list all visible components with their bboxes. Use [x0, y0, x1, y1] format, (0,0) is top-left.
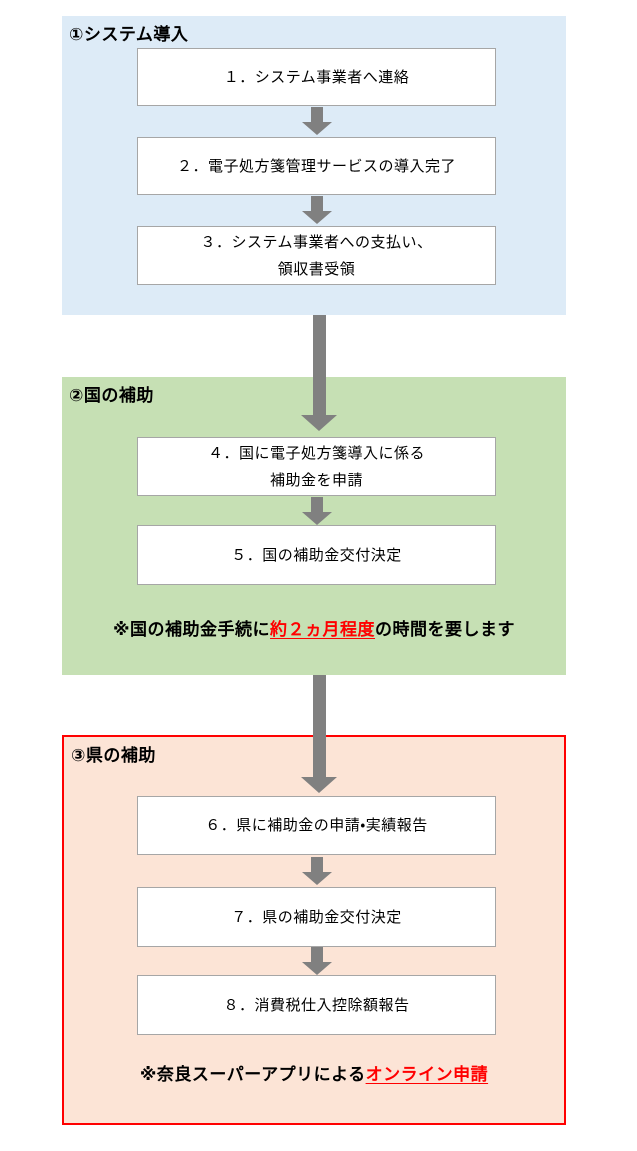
arrow-down-section2-to-section3-icon: [301, 675, 337, 793]
note2-prefix: ※奈良スーパーアプリによる: [139, 1065, 366, 1085]
flow-step-3: ３．システム事業者への支払い、 領収書受領: [137, 226, 496, 285]
flow-step-4-label-line1: ４．国に電子処方箋導入に係る: [207, 443, 425, 462]
flow-step-3-label-line1: ３．システム事業者への支払い、: [200, 232, 433, 251]
flow-step-7: ７．県の補助金交付決定: [137, 887, 496, 947]
flow-step-2-label: ２．電子処方箋管理サービスの導入完了: [176, 156, 456, 175]
flow-step-5-label: ５．国の補助金交付決定: [231, 545, 402, 564]
flow-step-3-label-line2: 領収書受領: [277, 259, 356, 278]
section3-title: ③県の補助: [71, 746, 156, 766]
flow-step-2: ２．電子処方箋管理サービスの導入完了: [137, 137, 496, 195]
section2-title: ②国の補助: [69, 386, 154, 406]
flow-step-1-label: １．システム事業者へ連絡: [223, 67, 410, 86]
arrow-down-icon: [302, 497, 332, 525]
note1-highlight: 約２ヵ月程度: [270, 620, 376, 640]
flow-step-1: １．システム事業者へ連絡: [137, 48, 496, 106]
section1-title: ①システム導入: [69, 25, 189, 45]
flow-step-6-label: ６．県に補助金の申請・実績報告: [205, 816, 428, 834]
arrow-down-icon: [302, 107, 332, 135]
arrow-down-icon: [302, 196, 332, 224]
arrow-down-icon: [302, 947, 332, 975]
arrow-down-section1-to-section2-icon: [301, 315, 337, 431]
flow-step-7-label: ７．県の補助金交付決定: [231, 907, 402, 926]
flow-step-8-label: ８．消費税仕入控除額報告: [223, 995, 410, 1014]
note1-prefix: ※国の補助金手続に: [112, 620, 271, 640]
online-application-note: ※奈良スーパーアプリによるオンライン申請: [62, 1060, 566, 1085]
flow-step-8: ８．消費税仕入控除額報告: [137, 975, 496, 1035]
note1-suffix: の時間を要します: [375, 620, 516, 640]
arrow-down-icon: [302, 857, 332, 885]
flow-step-4-label-line2: 補助金を申請: [269, 470, 363, 489]
note2-highlight: オンライン申請: [365, 1065, 489, 1085]
flow-step-5: ５．国の補助金交付決定: [137, 525, 496, 585]
flow-step-6: ６．県に補助金の申請・実績報告: [137, 796, 496, 855]
flow-step-4: ４．国に電子処方箋導入に係る 補助金を申請: [137, 437, 496, 496]
national-subsidy-duration-note: ※国の補助金手続に約２ヵ月程度の時間を要します: [62, 615, 566, 640]
